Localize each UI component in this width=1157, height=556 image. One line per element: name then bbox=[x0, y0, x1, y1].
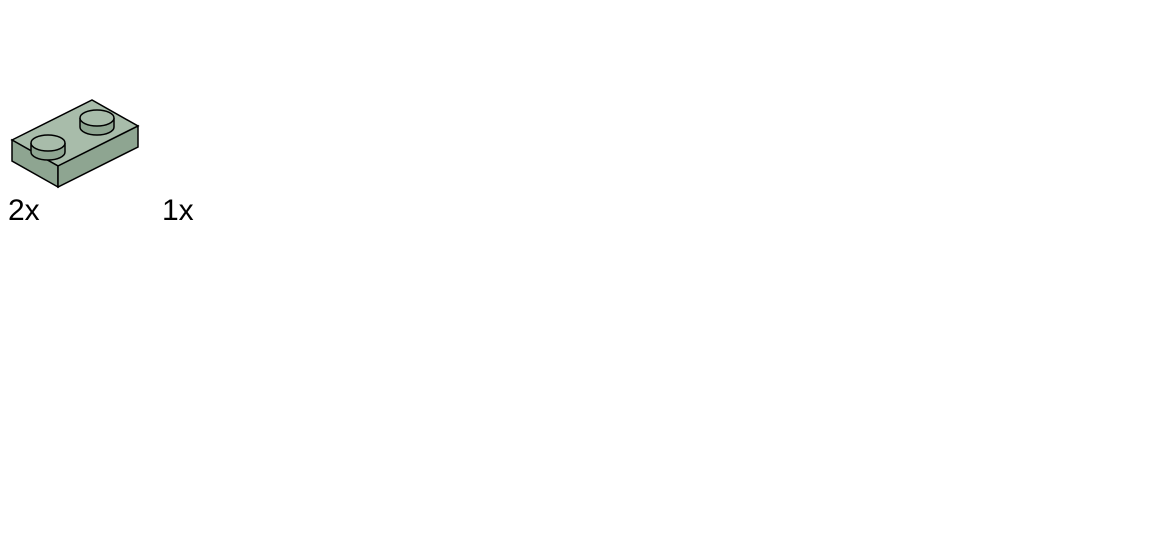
plate-1x2-icon bbox=[12, 100, 138, 187]
stud bbox=[31, 135, 65, 160]
part-plate-1x2-callout bbox=[12, 100, 138, 187]
quantity-label-plate-1x2: 2x bbox=[8, 196, 40, 226]
quantity-label-plate-1x6: 1x bbox=[162, 196, 194, 226]
stud bbox=[80, 110, 114, 135]
